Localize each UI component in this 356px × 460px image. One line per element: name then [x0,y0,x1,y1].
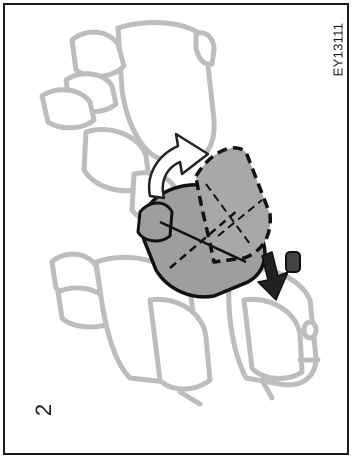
release-lever [286,252,300,272]
